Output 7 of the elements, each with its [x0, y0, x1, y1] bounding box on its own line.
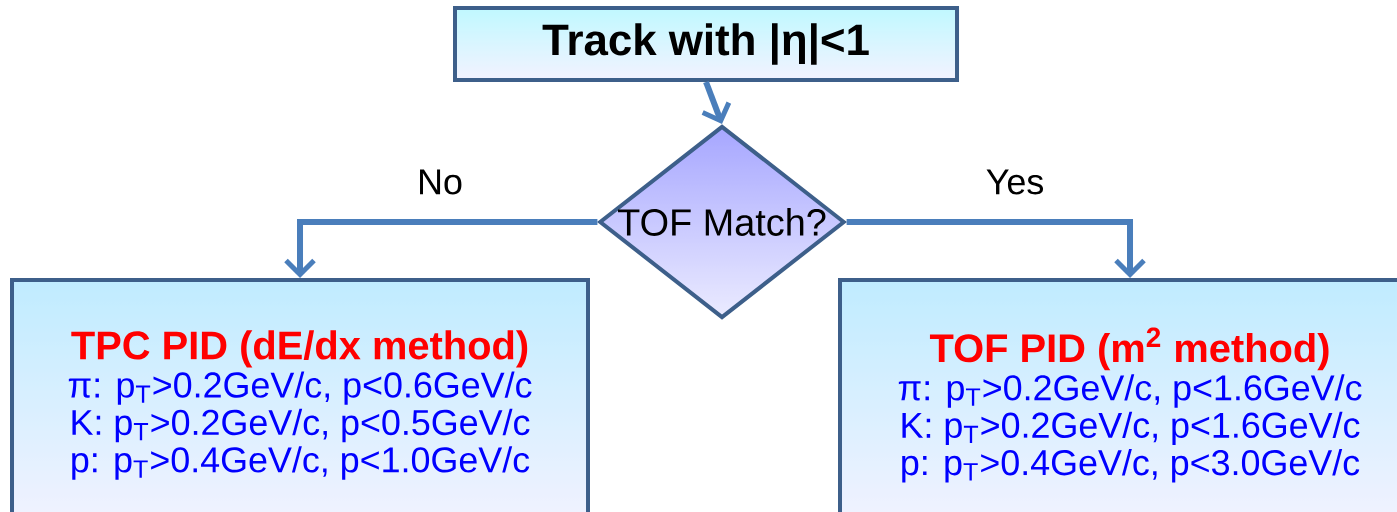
edge-label: Yes: [983, 167, 1047, 197]
process-box: Track with |η|<1: [453, 6, 959, 82]
result-box: TPC PID (dE/dx method) π: p$_{T}$>0.2GeV/c, p<0.6GeV/c K: p$_{T}$>0.2GeV/c, p<0.5GeV/c p: p$_{T}$>0.4GeV/c, p<1.0GeV/c: [10, 278, 590, 512]
result-box: TOF PID (m$^{2}$ method) π: p$_{T}$>0.2GeV/c, p<1.6GeV/c K: p$_{T}$>0.2GeV/c, p<1.6GeV/c p: p$_{T}$>0.4GeV/c, p<3.0GeV/c: [838, 278, 1397, 512]
edge-label: No: [415, 167, 465, 197]
arrow: [284, 219, 598, 278]
arrow: [846, 219, 1146, 278]
